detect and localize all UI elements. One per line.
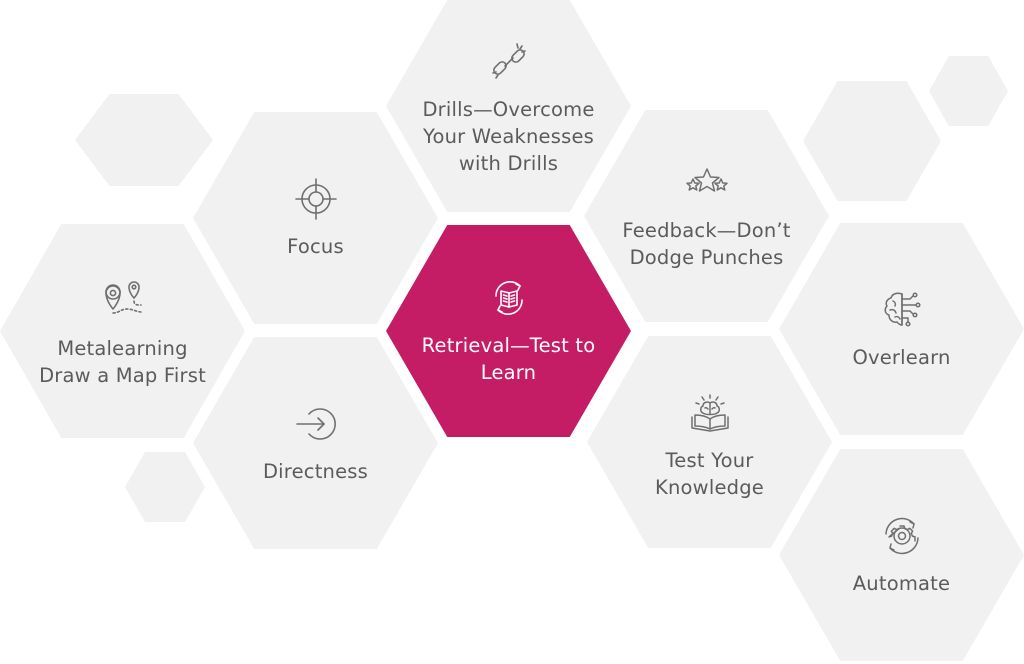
test-knowledge-label: Test Your Knowledge	[655, 449, 764, 499]
drills-label: Drills—Overcome Your Weaknesses with Dri…	[422, 97, 595, 175]
broken-chain-icon	[487, 40, 531, 84]
brain-on-book-icon	[688, 391, 732, 435]
empty-hex-left-top	[75, 94, 213, 186]
circuit-brain-icon	[880, 288, 924, 332]
hex-focus: Focus	[193, 112, 438, 324]
directness-label: Directness	[262, 459, 369, 483]
overlearn-label: Overlearn	[852, 345, 951, 369]
book-refresh-icon	[487, 276, 531, 320]
hex-automate: Automate	[779, 449, 1024, 661]
metalearning-label: Metalearning Draw a Map First	[39, 337, 206, 387]
focus-label: Focus	[287, 234, 344, 258]
hex-test-knowledge: Test Your Knowledge	[587, 336, 832, 548]
feedback-label: Feedback—Don’t Dodge Punches	[622, 219, 791, 269]
hex-drills: Drills—Overcome Your Weaknesses with Dri…	[386, 0, 631, 212]
hex-directness: Directness	[193, 337, 438, 549]
map-pins-route-icon	[101, 279, 145, 323]
empty-hex-far-right-small	[929, 56, 1008, 126]
retrieval-label: Retrieval—Test to Learn	[421, 334, 596, 384]
automate-label: Automate	[852, 571, 951, 595]
arrow-into-circle-icon	[294, 402, 338, 446]
hex-retrieval[interactable]: Retrieval—Test to Learn	[386, 225, 631, 437]
three-stars-icon	[685, 161, 729, 205]
crosshair-icon	[294, 177, 338, 221]
empty-hex-right-top	[803, 81, 941, 201]
gear-cycle-icon	[880, 514, 924, 558]
hex-metalearning: Metalearning Draw a Map First	[0, 224, 245, 438]
empty-hex-left-bottom-small	[125, 452, 205, 522]
hex-overlearn: Overlearn	[779, 223, 1024, 435]
hex-feedback: Feedback—Don’t Dodge Punches	[584, 110, 829, 322]
